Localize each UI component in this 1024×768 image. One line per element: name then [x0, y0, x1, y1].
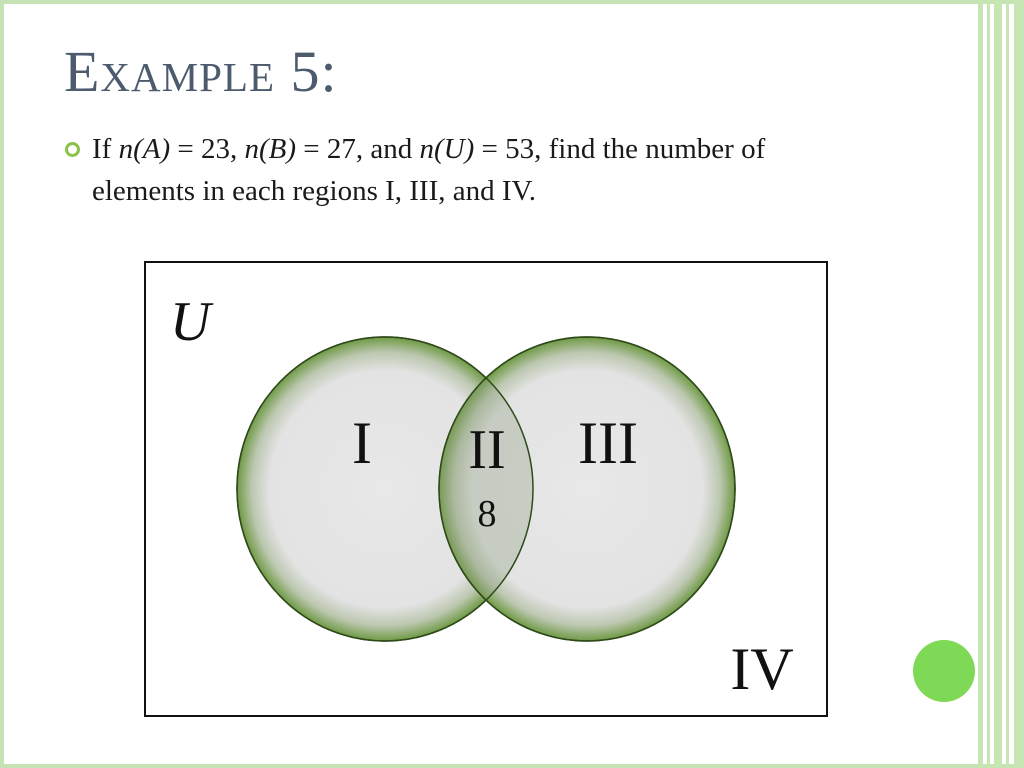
text-n-b: n(B) — [244, 133, 296, 165]
bullet-ring-icon — [65, 142, 80, 157]
text-eq-27: = 27, and — [296, 133, 420, 165]
set-a-outline — [236, 336, 534, 642]
text-if: If — [92, 133, 119, 165]
region-ii-value: 8 — [478, 493, 497, 535]
text-n-a: n(A) — [118, 133, 171, 165]
universe-label: U — [170, 291, 214, 353]
region-iv-label: IV — [730, 636, 793, 702]
venn-diagram: U I II 8 III IV — [144, 261, 828, 717]
region-ii-label: II — [468, 419, 505, 481]
text-eq-23: = 23, — [170, 133, 245, 165]
frame-bottom-border — [0, 764, 1024, 768]
region-iii-label: III — [578, 410, 638, 476]
set-b-outline — [438, 336, 736, 642]
bullet-list: If n(A) = 23, n(B) = 27, and n(U) = 53, … — [64, 128, 854, 212]
frame-left-border — [0, 0, 4, 768]
problem-statement: If n(A) = 23, n(B) = 27, and n(U) = 53, … — [64, 128, 854, 212]
text-n-u: n(U) — [419, 133, 475, 165]
right-decorative-stripes — [976, 0, 1024, 768]
region-i-label: I — [352, 410, 372, 476]
frame-top-border — [0, 0, 1024, 4]
slide-title: Example 5: — [64, 39, 338, 104]
decorative-green-circle — [913, 640, 975, 702]
text-eq-53-question: = 53, find the number of elements in eac… — [92, 133, 766, 207]
